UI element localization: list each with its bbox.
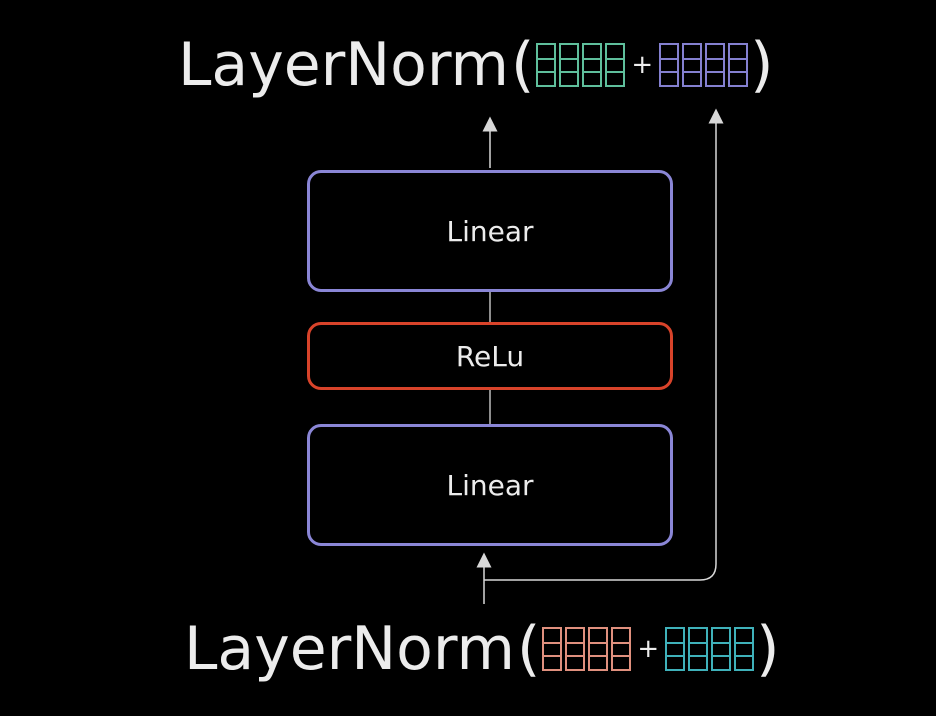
top-layernorm-label: LayerNorm: [178, 30, 509, 100]
vector-cell: [559, 43, 580, 87]
top-open-paren: (: [510, 30, 535, 100]
top-plus-sign: +: [631, 50, 654, 80]
vector-cell: [536, 43, 557, 87]
vector-cell: [565, 627, 586, 671]
vector-cell: [611, 627, 632, 671]
vector-cell: [605, 43, 626, 87]
vector-cell: [688, 627, 709, 671]
bottom-open-paren: (: [516, 614, 541, 684]
vector-cell: [542, 627, 563, 671]
vector-cell: [734, 627, 755, 671]
vector-cell: [665, 627, 686, 671]
top-residual-vector: [659, 43, 749, 87]
top-close-paren: ): [750, 30, 774, 100]
bottom-layernorm-label: LayerNorm: [184, 614, 515, 684]
vector-cell: [682, 43, 703, 87]
vector-cell: [582, 43, 603, 87]
top-formula: LayerNorm ( + ): [178, 30, 776, 100]
relu-layer: ReLu: [307, 322, 673, 390]
vector-cell: [588, 627, 609, 671]
vector-cell: [728, 43, 749, 87]
relu-label: ReLu: [455, 339, 525, 373]
bottom-positional-vector: [665, 627, 755, 671]
bottom-input-vector: [542, 627, 632, 671]
linear-top-label: Linear: [446, 214, 534, 248]
vector-cell: [659, 43, 680, 87]
bottom-formula: LayerNorm ( + ): [184, 614, 782, 684]
linear-layer-top: Linear: [307, 170, 673, 292]
linear-bottom-label: Linear: [446, 468, 534, 502]
bottom-plus-sign: +: [637, 634, 660, 664]
bottom-close-paren: ): [756, 614, 780, 684]
vector-cell: [705, 43, 726, 87]
top-output-vector: [536, 43, 626, 87]
vector-cell: [711, 627, 732, 671]
linear-layer-bottom: Linear: [307, 424, 673, 546]
